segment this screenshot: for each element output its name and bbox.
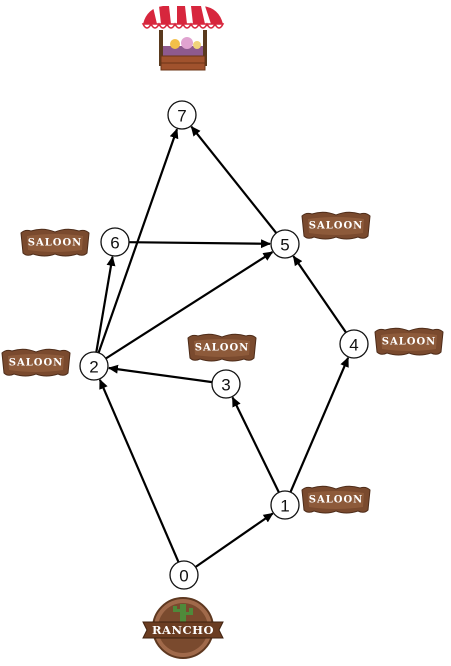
- edge-6-to-5: [128, 239, 271, 249]
- node-label: 6: [110, 234, 119, 253]
- node-label: 1: [280, 497, 289, 516]
- edge-3-to-2: [107, 364, 213, 384]
- saloon-sign-icon: SALOON: [301, 485, 371, 514]
- node-4: 4: [339, 329, 369, 359]
- node-7: 7: [167, 100, 197, 130]
- node-circle: [100, 227, 130, 257]
- node-label: 7: [177, 107, 186, 126]
- node-circle: [211, 369, 241, 399]
- node-1: 1: [270, 490, 300, 520]
- edges-layer: [95, 125, 350, 568]
- edge-5-to-7: [190, 125, 278, 234]
- node-circle: [169, 560, 199, 590]
- node-circle: [270, 229, 300, 259]
- edge-0-to-1: [194, 512, 274, 568]
- saloon-sign-label: SALOON: [309, 495, 364, 506]
- edge-4-to-5: [292, 255, 347, 334]
- rancho-sign-label: RANCHO: [152, 623, 214, 637]
- saloon-sign-icon: SALOON: [374, 327, 444, 356]
- node-circle: [167, 100, 197, 130]
- node-2: 2: [79, 351, 109, 381]
- nodes-layer: 0 1 2 3 4 5 6 7: [79, 100, 369, 590]
- saloon-sign-icon: SALOON: [1, 348, 71, 377]
- node-6: 6: [100, 227, 130, 257]
- edge-2-to-5: [105, 251, 274, 360]
- saloon-sign-label: SALOON: [309, 221, 364, 232]
- edge-2-to-6: [95, 255, 116, 353]
- node-0: 0: [169, 560, 199, 590]
- rancho-sign-icon: RANCHO: [142, 597, 224, 659]
- market-stall-icon: [141, 6, 225, 71]
- saloon-sign-icon: SALOON: [301, 211, 371, 240]
- node-3: 3: [211, 369, 241, 399]
- saloon-sign-label: SALOON: [382, 337, 437, 348]
- node-label: 4: [349, 336, 358, 355]
- signs-layer: RANCHO SALOON SALOON SALOON SALOON SALOO…: [1, 6, 444, 659]
- node-circle: [79, 351, 109, 381]
- edge-1-to-4: [289, 356, 350, 493]
- node-circle: [339, 329, 369, 359]
- edge-1-to-3: [231, 396, 280, 493]
- saloon-sign-icon: SALOON: [187, 333, 257, 362]
- edge-0-to-2: [98, 378, 180, 563]
- node-5: 5: [270, 229, 300, 259]
- node-circle: [270, 490, 300, 520]
- edge-2-to-7: [97, 128, 179, 354]
- node-label: 3: [221, 376, 230, 395]
- saloon-sign-label: SALOON: [195, 343, 250, 354]
- node-label: 5: [280, 236, 289, 255]
- node-label: 0: [179, 567, 188, 586]
- node-label: 2: [89, 358, 98, 377]
- saloon-sign-label: SALOON: [9, 358, 64, 369]
- saloon-sign-icon: SALOON: [20, 228, 90, 257]
- saloon-sign-label: SALOON: [28, 238, 83, 249]
